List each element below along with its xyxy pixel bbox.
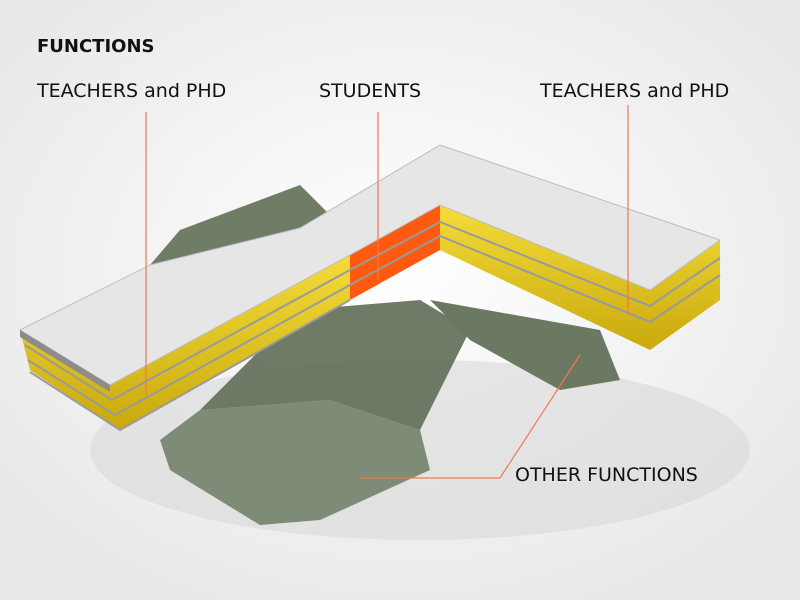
label-other-functions: OTHER FUNCTIONS	[515, 464, 698, 486]
other-functions-back-volume	[150, 185, 330, 265]
label-teachers-right: TEACHERS and PHD	[540, 80, 730, 102]
label-students: STUDENTS	[319, 80, 422, 102]
other-functions-volume	[160, 400, 430, 525]
other-functions-core	[200, 300, 470, 430]
leader-lines	[145, 105, 629, 479]
roof-edge	[20, 330, 110, 392]
label-teachers-left: TEACHERS and PHD	[37, 80, 227, 102]
roof-slab	[18, 144, 722, 386]
students-floors	[350, 205, 440, 300]
floor-slabs	[24, 220, 721, 432]
diagram-title: FUNCTIONS	[37, 36, 155, 57]
